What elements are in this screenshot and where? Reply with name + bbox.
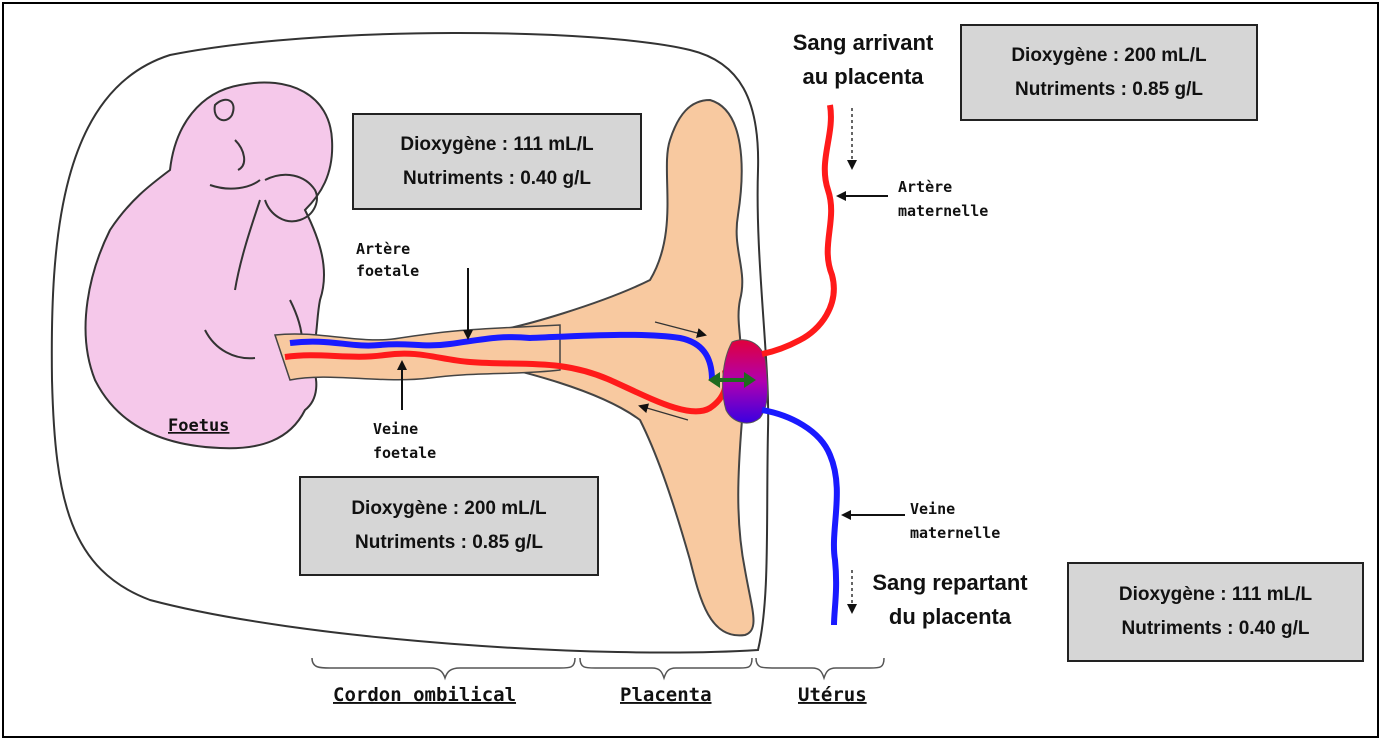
label-fetal-artery-line1: Artère: [356, 240, 410, 258]
label-foetus: Foetus: [168, 416, 229, 436]
nutrients-value: Nutriments : 0.40 g/L: [1122, 612, 1310, 646]
maternal-vein-vessel: [762, 410, 837, 625]
label-blood-arriving: Sang arrivant au placenta: [768, 26, 958, 94]
label-uterus: Utérus: [798, 684, 867, 706]
nutrients-value: Nutriments : 0.85 g/L: [355, 526, 543, 560]
label-fetal-vein-line1: Veine: [373, 420, 418, 438]
label-blood-leaving: Sang repartant du placenta: [850, 566, 1050, 634]
oxygen-value: Dioxygène : 111 mL/L: [1119, 578, 1312, 612]
label-maternal-artery-line1: Artère: [898, 178, 952, 196]
label-fetal-artery-line2: foetale: [356, 262, 419, 280]
label-blood-leaving-line1: Sang repartant: [850, 566, 1050, 600]
brace-uterus: [756, 658, 884, 678]
label-blood-arriving-line2: au placenta: [768, 60, 958, 94]
label-placenta: Placenta: [620, 684, 712, 706]
info-box-fetal-artery: Dioxygène : 111 mL/L Nutriments : 0.40 g…: [352, 113, 642, 210]
oxygen-value: Dioxygène : 111 mL/L: [400, 128, 593, 162]
maternal-artery-vessel: [762, 105, 834, 354]
label-maternal-vein-line2: maternelle: [910, 524, 1000, 542]
label-fetal-vein-line2: foetale: [373, 444, 436, 462]
label-maternal-artery-line2: maternelle: [898, 202, 988, 220]
label-cordon: Cordon ombilical: [333, 684, 516, 706]
info-box-maternal-vein: Dioxygène : 111 mL/L Nutriments : 0.40 g…: [1067, 562, 1364, 662]
brace-placenta: [580, 658, 752, 678]
brace-cord: [312, 658, 575, 678]
nutrients-value: Nutriments : 0.40 g/L: [403, 162, 591, 196]
oxygen-value: Dioxygène : 200 mL/L: [351, 492, 546, 526]
nutrients-value: Nutriments : 0.85 g/L: [1015, 73, 1203, 107]
oxygen-value: Dioxygène : 200 mL/L: [1011, 39, 1206, 73]
label-blood-leaving-line2: du placenta: [850, 600, 1050, 634]
label-maternal-vein-line1: Veine: [910, 500, 955, 518]
fetus-body: [86, 82, 333, 448]
info-box-fetal-vein: Dioxygène : 200 mL/L Nutriments : 0.85 g…: [299, 476, 599, 576]
label-blood-arriving-line1: Sang arrivant: [768, 26, 958, 60]
info-box-maternal-artery: Dioxygène : 200 mL/L Nutriments : 0.85 g…: [960, 24, 1258, 121]
